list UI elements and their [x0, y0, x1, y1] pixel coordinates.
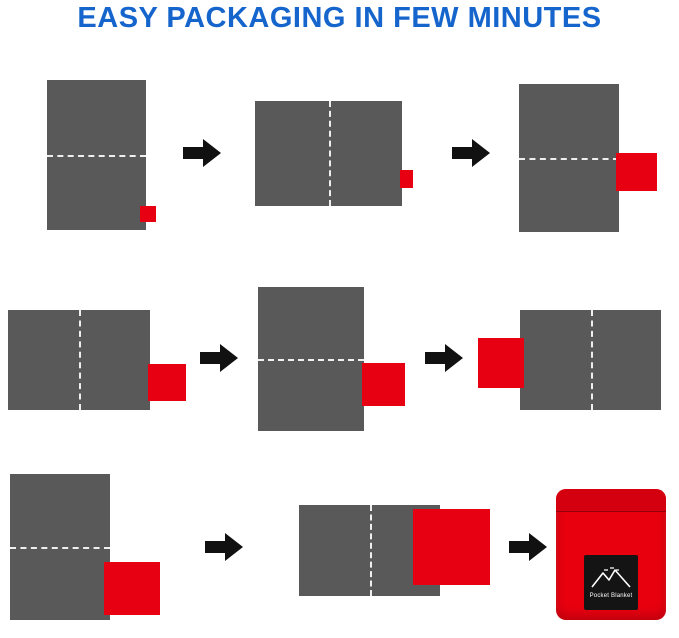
fold-line: [328, 101, 331, 206]
attached-pocket: [413, 509, 490, 585]
arrow-right-icon: [452, 139, 490, 167]
brand-label: Pocket Blanket: [584, 555, 638, 610]
fold-line: [10, 547, 110, 549]
attached-pocket: [362, 363, 405, 406]
attached-pocket: [148, 364, 186, 401]
attached-pocket: [616, 153, 657, 191]
attached-pocket: [140, 206, 156, 222]
step-3-blanket: [519, 84, 657, 232]
step-4-blanket: [8, 310, 186, 410]
step-1-blanket: [47, 80, 156, 230]
fold-line: [258, 359, 364, 361]
arrow-right-icon: [205, 533, 243, 561]
arrow-right-icon: [509, 533, 547, 561]
packed-pouch: Pocket Blanket: [556, 489, 666, 620]
fold-line: [590, 310, 593, 410]
arrow-right-icon: [425, 344, 463, 372]
attached-pocket: [400, 170, 413, 188]
pouch-flap: [556, 489, 666, 512]
attached-pocket: [104, 562, 160, 615]
step-6-blanket: [478, 310, 661, 410]
step-5-blanket: [258, 287, 405, 431]
fold-line: [79, 310, 81, 410]
attached-pocket: [478, 338, 524, 388]
step-8-blanket: [299, 505, 490, 596]
brand-name: Pocket Blanket: [589, 592, 633, 599]
arrow-right-icon: [200, 344, 238, 372]
fold-line: [519, 158, 619, 160]
step-7-blanket: [10, 474, 160, 620]
fold-line: [47, 155, 146, 157]
arrow-right-icon: [183, 139, 221, 167]
mountain-logo-icon: [591, 566, 631, 588]
fold-line: [369, 505, 372, 596]
page-title: EASY PACKAGING IN FEW MINUTES: [77, 2, 602, 34]
step-2-blanket: [255, 101, 413, 206]
